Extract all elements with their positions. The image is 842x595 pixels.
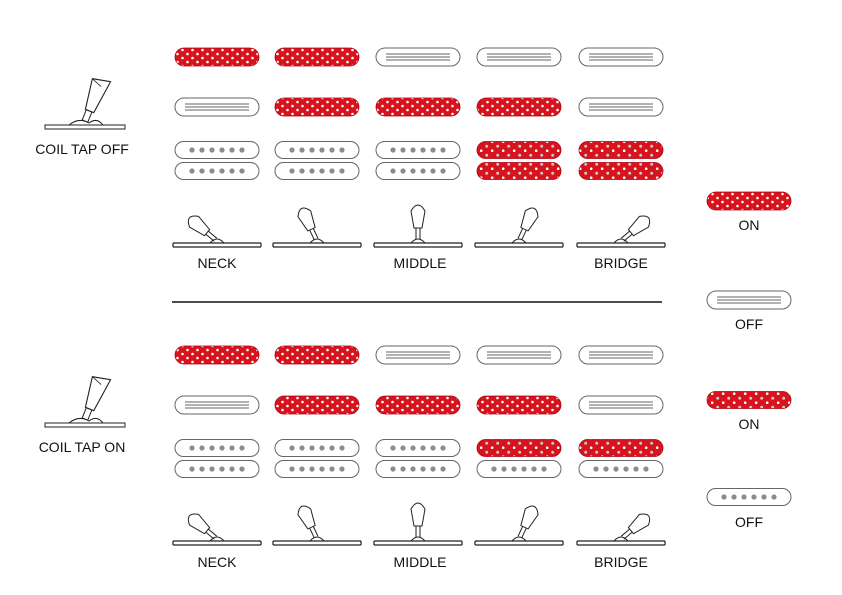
bridge-coil-upper-off-icon	[274, 439, 360, 457]
bridge-coil-lower-on-icon	[578, 162, 664, 180]
position-label-bridge: BRIDGE	[594, 255, 648, 271]
legend-label: OFF	[735, 316, 763, 332]
bridge-coil-lower-off-icon	[174, 460, 260, 478]
neck-pickup-on-icon	[274, 47, 360, 67]
bridge-coil-lower-off-icon	[375, 460, 461, 478]
bridge-coil-lower-off-icon	[578, 460, 664, 478]
bridge-coil-lower-off-icon	[274, 460, 360, 478]
coil-tap-on-label: COIL TAP ON	[39, 439, 126, 455]
middle-pickup-on-icon	[375, 395, 461, 415]
position-label-middle: MIDDLE	[394, 554, 447, 570]
position-label-neck: NECK	[198, 554, 238, 570]
middle-pickup-off-icon	[578, 395, 664, 415]
legend-label: ON	[739, 217, 760, 233]
position-label-neck: NECK	[198, 255, 238, 271]
bridge-coil-upper-off-icon	[274, 141, 360, 159]
single-coil-off-icon	[706, 290, 792, 310]
selector-lever-icon	[272, 505, 362, 546]
neck-pickup-off-icon	[476, 345, 562, 365]
coil-tap-toggle-icon	[44, 376, 126, 428]
selector-lever-icon	[576, 215, 666, 248]
selector-lever-icon	[474, 207, 564, 248]
humbucker-coil-on-icon	[706, 391, 792, 409]
position-label-bridge: BRIDGE	[594, 554, 648, 570]
coil-tap-toggle-icon	[44, 78, 126, 130]
middle-pickup-on-icon	[375, 97, 461, 117]
neck-pickup-off-icon	[375, 345, 461, 365]
legend-label: OFF	[735, 514, 763, 530]
selector-lever-icon	[373, 502, 463, 546]
selector-lever-icon	[172, 513, 262, 546]
bridge-coil-upper-on-icon	[476, 439, 562, 457]
neck-pickup-off-icon	[578, 345, 664, 365]
neck-pickup-on-icon	[174, 47, 260, 67]
selector-lever-icon	[474, 505, 564, 546]
selector-lever-icon	[576, 513, 666, 546]
bridge-coil-upper-off-icon	[375, 439, 461, 457]
middle-pickup-on-icon	[476, 97, 562, 117]
bridge-coil-upper-off-icon	[375, 141, 461, 159]
middle-pickup-off-icon	[578, 97, 664, 117]
selector-lever-icon	[272, 207, 362, 248]
position-label-middle: MIDDLE	[394, 255, 447, 271]
bridge-coil-upper-off-icon	[174, 439, 260, 457]
single-coil-on-icon	[706, 191, 792, 211]
bridge-coil-upper-off-icon	[174, 141, 260, 159]
bridge-coil-lower-off-icon	[274, 162, 360, 180]
middle-pickup-off-icon	[174, 97, 260, 117]
middle-pickup-off-icon	[174, 395, 260, 415]
bridge-coil-upper-on-icon	[578, 439, 664, 457]
neck-pickup-off-icon	[476, 47, 562, 67]
legend-label: ON	[739, 416, 760, 432]
neck-pickup-off-icon	[578, 47, 664, 67]
coil-tap-off-label: COIL TAP OFF	[35, 141, 129, 157]
bridge-coil-lower-off-icon	[476, 460, 562, 478]
middle-pickup-on-icon	[274, 97, 360, 117]
bridge-coil-lower-off-icon	[174, 162, 260, 180]
neck-pickup-on-icon	[274, 345, 360, 365]
bridge-coil-upper-on-icon	[476, 141, 562, 159]
selector-lever-icon	[172, 215, 262, 248]
middle-pickup-on-icon	[476, 395, 562, 415]
selector-lever-icon	[373, 204, 463, 248]
bridge-coil-upper-on-icon	[578, 141, 664, 159]
middle-pickup-on-icon	[274, 395, 360, 415]
bridge-coil-lower-on-icon	[476, 162, 562, 180]
bridge-coil-lower-off-icon	[375, 162, 461, 180]
humbucker-coil-off-icon	[706, 488, 792, 506]
neck-pickup-off-icon	[375, 47, 461, 67]
neck-pickup-on-icon	[174, 345, 260, 365]
